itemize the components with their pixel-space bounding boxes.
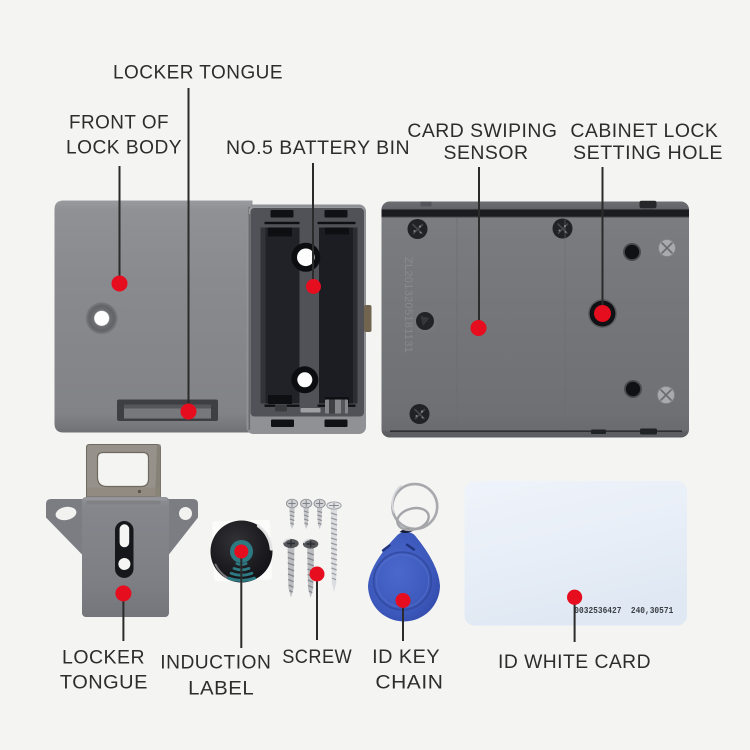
svg-text:CHAIN: CHAIN (375, 672, 443, 694)
svg-text:CABINET LOCK: CABINET LOCK (570, 120, 718, 142)
svg-text:LOCKER TONGUE: LOCKER TONGUE (113, 62, 283, 84)
svg-text:ID WHITE CARD: ID WHITE CARD (498, 651, 651, 673)
svg-text:INDUCTION: INDUCTION (160, 652, 271, 674)
svg-text:0032536427 240,30571: 0032536427 240,30571 (574, 605, 673, 616)
svg-text:SCREW: SCREW (282, 646, 352, 668)
svg-text:SETTING HOLE: SETTING HOLE (573, 142, 723, 164)
svg-text:LOCK BODY: LOCK BODY (66, 136, 182, 158)
svg-text:TONGUE: TONGUE (60, 672, 148, 694)
svg-text:ID KEY: ID KEY (372, 646, 440, 668)
svg-text:ZL2013205181131: ZL2013205181131 (402, 257, 414, 353)
svg-text:CARD SWIPING: CARD SWIPING (407, 120, 557, 142)
svg-text:LABEL: LABEL (188, 677, 254, 699)
svg-text:FRONT OF: FRONT OF (69, 112, 169, 134)
svg-text:LOCKER: LOCKER (62, 646, 145, 668)
svg-text:NO.5 BATTERY BIN: NO.5 BATTERY BIN (226, 137, 410, 159)
svg-text:SENSOR: SENSOR (444, 142, 529, 164)
